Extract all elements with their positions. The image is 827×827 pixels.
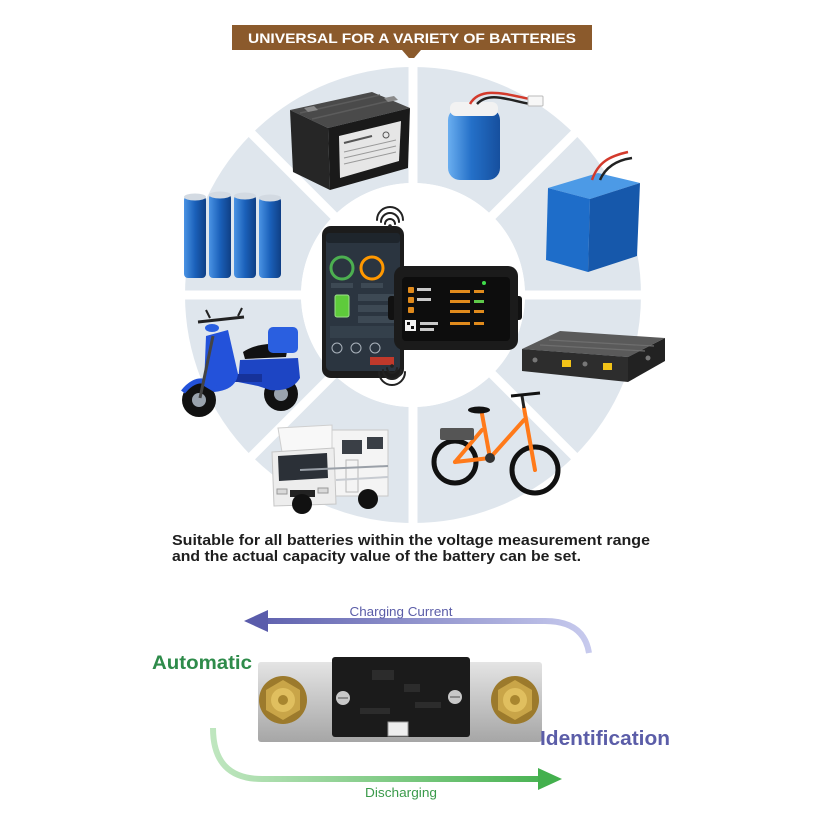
monitor-screen <box>402 277 510 341</box>
cell <box>259 194 281 278</box>
rv-rear-wheel <box>358 489 378 509</box>
rv-front-wheel <box>292 494 312 514</box>
windshield <box>278 453 328 481</box>
bike-front-wheel <box>509 444 561 496</box>
terminal-bolt <box>259 676 307 724</box>
qr-code <box>405 320 416 331</box>
discharging-arrow: Discharging <box>210 727 562 800</box>
description-line-1: Suitable for all batteries within the vo… <box>172 533 650 549</box>
cylindrical-cells <box>184 191 281 278</box>
description-line-2: and the actual capacity value of the bat… <box>172 549 581 565</box>
terminal-bolt <box>491 676 539 724</box>
discharging-arrowhead <box>538 768 562 790</box>
current-gauge <box>359 255 385 281</box>
cell <box>184 193 206 278</box>
large-battery-module <box>522 331 665 382</box>
discharging-label: Discharging <box>365 785 437 800</box>
electric-bike <box>431 391 561 496</box>
charging-arrowhead <box>244 610 268 632</box>
wireless-signal-icon <box>378 364 406 386</box>
motorhome <box>271 424 389 514</box>
cell <box>234 192 256 278</box>
shunt-device <box>258 657 542 742</box>
wireless-signal-icon <box>376 206 404 228</box>
shunt-circuit-board <box>332 657 470 737</box>
battery-level-icon <box>334 294 350 318</box>
smartphone-app <box>322 226 404 378</box>
battery-monitor-device <box>388 266 522 350</box>
status-led <box>482 281 486 285</box>
banner-pointer <box>402 50 421 61</box>
automatic-label: Automatic <box>152 653 252 674</box>
description: Suitable for all batteries within the vo… <box>172 533 650 565</box>
banner-title: UNIVERSAL FOR A VARIETY OF BATTERIES <box>248 30 576 46</box>
charging-current-arrow: Charging Current <box>244 604 592 654</box>
shunt-connector <box>387 721 409 737</box>
voltage-gauge <box>329 255 355 281</box>
electric-scooter <box>181 307 300 417</box>
banner: UNIVERSAL FOR A VARIETY OF BATTERIES <box>232 25 592 61</box>
cylindrical-battery-pack <box>448 91 544 180</box>
blue-battery-pack <box>546 150 640 272</box>
battery-label <box>339 121 401 178</box>
cell <box>209 191 231 278</box>
banner-background <box>232 25 592 50</box>
bike-rear-wheel <box>431 438 479 486</box>
charging-current-label: Charging Current <box>350 604 453 619</box>
lead-acid-battery <box>290 92 410 190</box>
identification-label: Identification <box>540 728 670 750</box>
